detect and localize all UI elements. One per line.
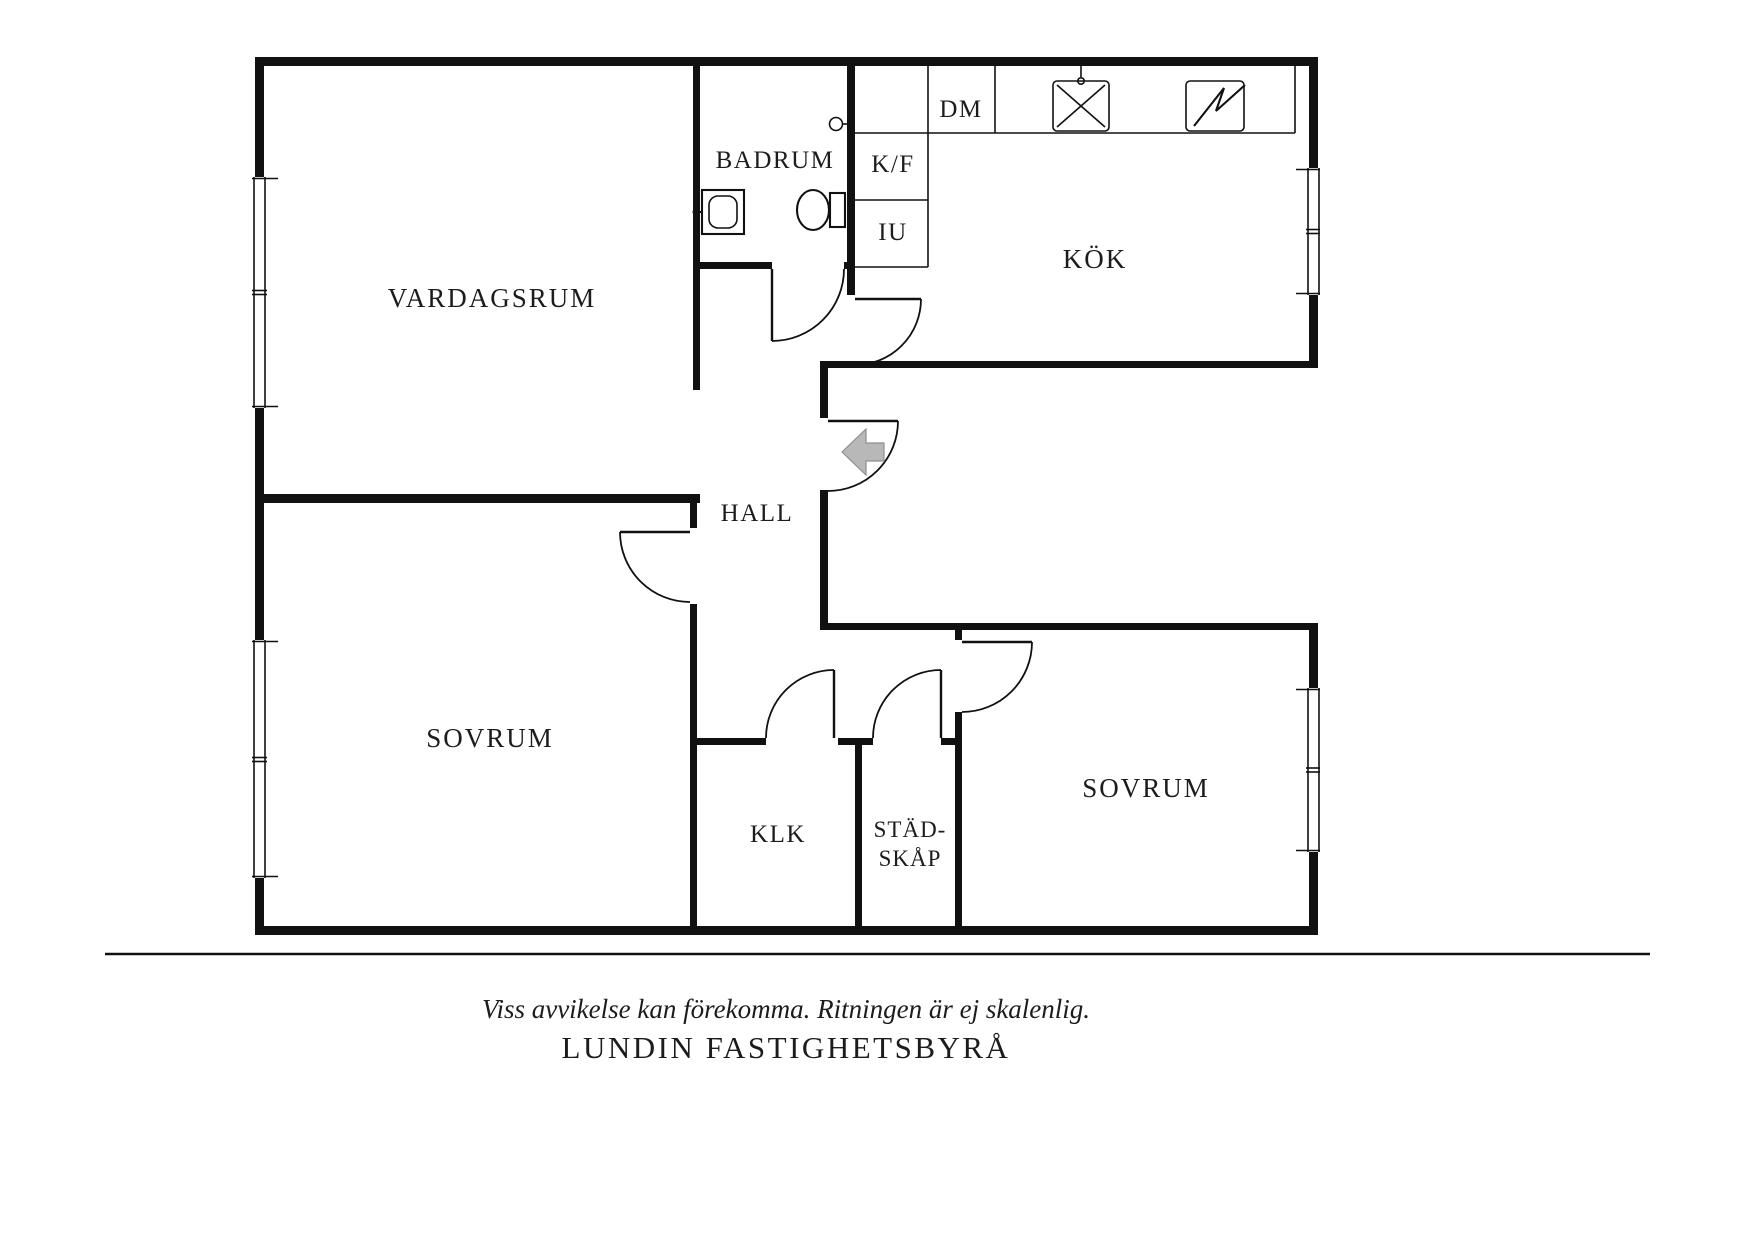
wall-bottom: [255, 926, 1318, 935]
walls: [255, 57, 1318, 935]
door-sovrum-right: [961, 640, 1033, 713]
label-stadskap-line1: STÄD-: [874, 817, 947, 842]
wall-entry: [820, 490, 828, 623]
wall-right: [1309, 852, 1318, 935]
label-dm: DM: [939, 96, 982, 123]
wall-sovrum-right-west: [955, 712, 962, 926]
wall-kitchen-south-outer: [820, 361, 1318, 368]
wall-left: [255, 408, 264, 640]
wall-left: [255, 57, 264, 177]
label-iu: IU: [878, 219, 907, 246]
wall-sovrum-right-west: [955, 623, 962, 640]
wall-right: [1309, 57, 1318, 168]
wall-bedroom-north-outer: [820, 623, 1318, 630]
washbasin-icon: [692, 188, 746, 236]
label-sovrum-left: SOVRUM: [426, 723, 554, 753]
toilet-icon: [795, 188, 847, 232]
kitchen-fixtures: [855, 66, 1296, 268]
window-vardagsrum: [252, 177, 278, 408]
stove-icon: [1185, 80, 1246, 132]
label-kok: KÖK: [1063, 244, 1128, 274]
label-stadskap-line2: SKÅP: [879, 846, 942, 871]
windows: [252, 168, 1320, 878]
wall-badrum-south: [700, 262, 772, 269]
door-stadskap: [872, 669, 943, 739]
wall-vardagsrum-south: [255, 494, 700, 503]
wall-klk-north: [697, 738, 766, 745]
door-entrance: [827, 419, 899, 492]
label-hall: HALL: [721, 500, 794, 527]
door-sovrum-left: [619, 530, 691, 603]
wall-kitchen-west: [847, 66, 855, 295]
wall-top: [255, 57, 1318, 66]
door-badrum: [770, 268, 845, 342]
wall-sovrum-east: [690, 604, 697, 926]
wall-right: [1309, 295, 1318, 368]
doors: [619, 268, 1033, 739]
wall-klk-stad-divider: [855, 745, 862, 926]
wall-entry: [820, 368, 828, 418]
company-name: LUNDIN FASTIGHETSBYRÅ: [562, 1030, 1011, 1065]
window-sovrum-right: [1296, 688, 1320, 852]
wall-right: [1309, 623, 1318, 688]
wall-sovrum-east: [690, 503, 697, 528]
door-klk: [765, 669, 836, 739]
window-sovrum-left: [252, 640, 278, 878]
entrance-arrow-icon: [841, 427, 885, 477]
disclaimer-text: Viss avvikelse kan förekomma. Ritningen …: [482, 994, 1090, 1024]
label-vardagsrum: VARDAGSRUM: [388, 283, 597, 313]
faucet-icon: [1077, 77, 1086, 86]
wall-stad-north: [862, 738, 873, 745]
label-kf: K/F: [871, 151, 914, 178]
wall-left: [255, 878, 264, 935]
kitchen-sink-icon: [1052, 66, 1110, 132]
wall-klk-north: [838, 738, 862, 745]
bathroom-fixtures: [692, 116, 850, 236]
label-klk: KLK: [750, 821, 806, 848]
footer: Viss avvikelse kan förekomma. Ritningen …: [105, 952, 1650, 1065]
window-kok: [1296, 168, 1320, 295]
label-sovrum-right: SOVRUM: [1082, 773, 1210, 803]
wall-stad-north: [941, 738, 962, 745]
label-badrum: BADRUM: [716, 147, 835, 174]
door-kok: [854, 297, 922, 366]
room-labels: VARDAGSRUM BADRUM KÖK K/F IU DM HALL SOV…: [388, 96, 1210, 871]
wall-vardagsrum-east: [693, 66, 700, 390]
wall-fixture-icon: [828, 116, 850, 132]
